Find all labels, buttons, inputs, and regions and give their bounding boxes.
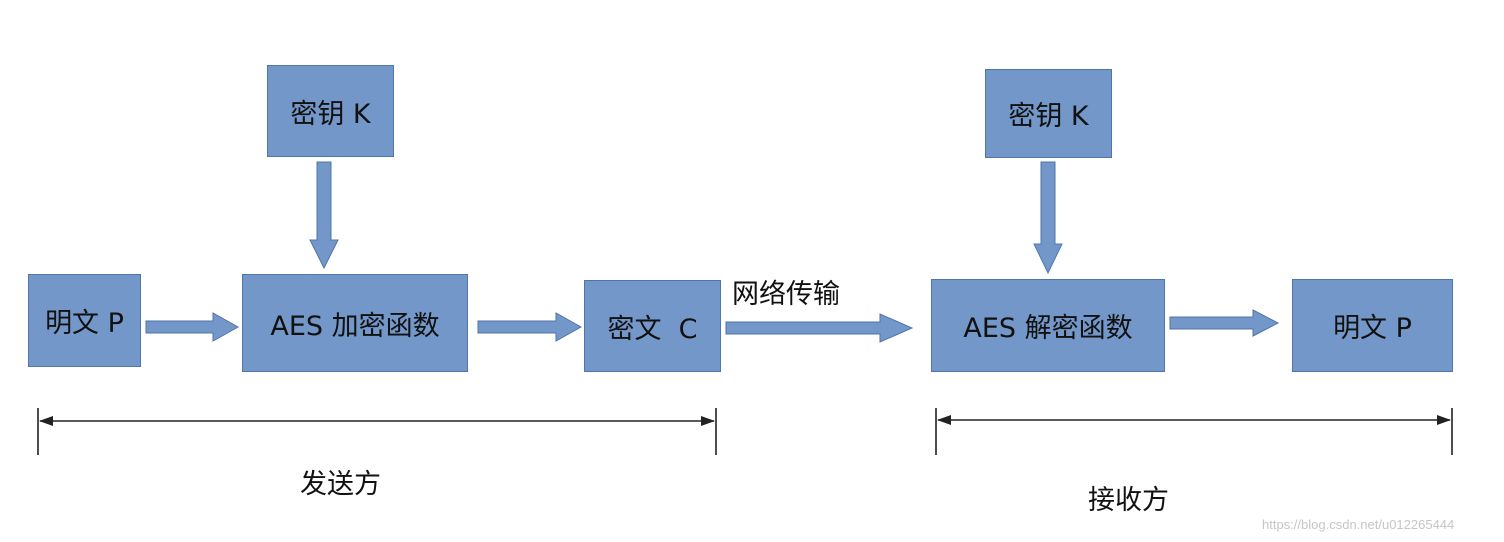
receiver-plaintext-label: 明文 P [1333, 313, 1412, 344]
ciphertext-box: 密文 C [584, 280, 721, 372]
sender-label: 发送方 [300, 469, 381, 500]
network-transfer-label: 网络传输 [732, 279, 840, 310]
sender-plaintext-label: 明文 P [45, 308, 124, 339]
receiver-key-label: 密钥 K [1008, 101, 1089, 132]
arrow-encrypt-to-ciphertext [477, 312, 583, 342]
receiver-key-box: 密钥 K [985, 69, 1112, 158]
sender-key-label: 密钥 K [290, 98, 371, 130]
sender-plaintext-box: 明文 P [28, 274, 141, 367]
arrow-key-to-decrypt [1033, 161, 1063, 275]
arrow-decrypt-to-plaintext [1169, 309, 1280, 337]
sender-key-box: 密钥 K [267, 65, 394, 157]
decrypt-function-box: AES 解密函数 [931, 279, 1165, 372]
receiver-plaintext-box: 明文 P [1292, 279, 1453, 372]
arrow-key-to-encrypt [309, 161, 339, 270]
sender-span-bracket [37, 408, 717, 455]
encrypt-function-box: AES 加密函数 [242, 274, 468, 372]
decrypt-function-label: AES 解密函数 [963, 313, 1133, 344]
receiver-span-bracket [935, 408, 1453, 455]
watermark-url: https://blog.csdn.net/u012265444 [1262, 517, 1455, 532]
receiver-label: 接收方 [1088, 485, 1169, 516]
arrow-plaintext-to-encrypt [145, 312, 240, 342]
encrypt-function-label: AES 加密函数 [270, 310, 440, 342]
ciphertext-label: 密文 C [607, 313, 698, 345]
arrow-network-transfer [725, 313, 914, 343]
